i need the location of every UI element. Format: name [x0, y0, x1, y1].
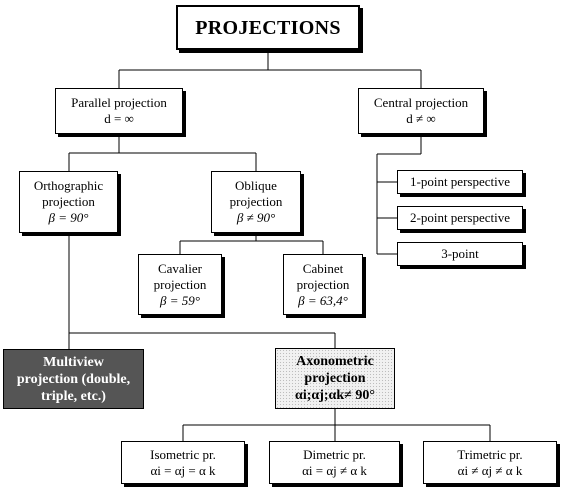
node-formula: β = 90° [48, 210, 89, 225]
node-3-point-perspective: 3-point [397, 242, 523, 266]
node-label: projection [153, 276, 207, 292]
node-label: projection (double, [16, 371, 131, 387]
node-label: 3-point [441, 246, 479, 261]
node-label: Multiview [43, 354, 104, 370]
node-label: 2-point perspective [410, 210, 510, 225]
node-label: Orthographic [33, 178, 104, 193]
node-formula: αi;αj;αk≠ 90° [295, 388, 375, 403]
node-label: Parallel projection [71, 95, 167, 110]
node-formula: β = 59° [160, 292, 200, 308]
node-multiview-projection: Multiview projection (double, triple, et… [3, 349, 144, 409]
node-label: projection [42, 194, 95, 209]
node-central-projection: Central projection d ≠ ∞ [358, 88, 484, 134]
node-axonometric-projection: Axonometric projection αi;αj;αk≠ 90° [275, 348, 395, 409]
node-label: projection [229, 194, 283, 209]
node-label: Axonometric [296, 354, 374, 369]
node-label: Trimetric pr. [457, 446, 523, 462]
node-label: Dimetric pr. [303, 446, 366, 462]
node-orthographic-projection: Orthographic projection β = 90° [19, 171, 118, 233]
node-formula: β ≠ 90° [236, 210, 276, 225]
node-label: Cabinet [302, 260, 344, 276]
node-label: Cavalier [157, 260, 203, 276]
node-label: projection [304, 371, 366, 386]
node-label: Central projection [373, 95, 469, 110]
node-label: 1-point perspective [410, 174, 510, 189]
node-formula: d = ∞ [104, 111, 134, 126]
node-1-point-perspective: 1-point perspective [397, 170, 523, 194]
node-formula: d ≠ ∞ [406, 111, 436, 126]
node-cavalier-projection: Cavalier projection β = 59° [138, 254, 222, 315]
node-formula: β = 63,4° [298, 292, 348, 308]
node-cabinet-projection: Cabinet projection β = 63,4° [283, 254, 363, 315]
node-trimetric-projection: Trimetric pr. αi ≠ αj ≠ α k [423, 441, 557, 484]
node-projections-title: PROJECTIONS [195, 16, 341, 39]
node-label: triple, etc.) [41, 388, 106, 404]
node-2-point-perspective: 2-point perspective [397, 206, 523, 230]
node-label: Oblique [235, 178, 277, 193]
node-projections: PROJECTIONS [176, 5, 360, 50]
node-oblique-projection: Oblique projection β ≠ 90° [211, 171, 301, 233]
node-formula: αi = αj ≠ α k [302, 462, 367, 478]
node-dimetric-projection: Dimetric pr. αi = αj ≠ α k [269, 441, 400, 484]
node-parallel-projection: Parallel projection d = ∞ [55, 88, 183, 134]
node-label: Isometric pr. [150, 446, 216, 462]
node-formula: αi = αj = α k [150, 462, 216, 478]
node-formula: αi ≠ αj ≠ α k [457, 462, 523, 478]
node-isometric-projection: Isometric pr. αi = αj = α k [121, 441, 245, 484]
node-label: projection [296, 276, 350, 292]
